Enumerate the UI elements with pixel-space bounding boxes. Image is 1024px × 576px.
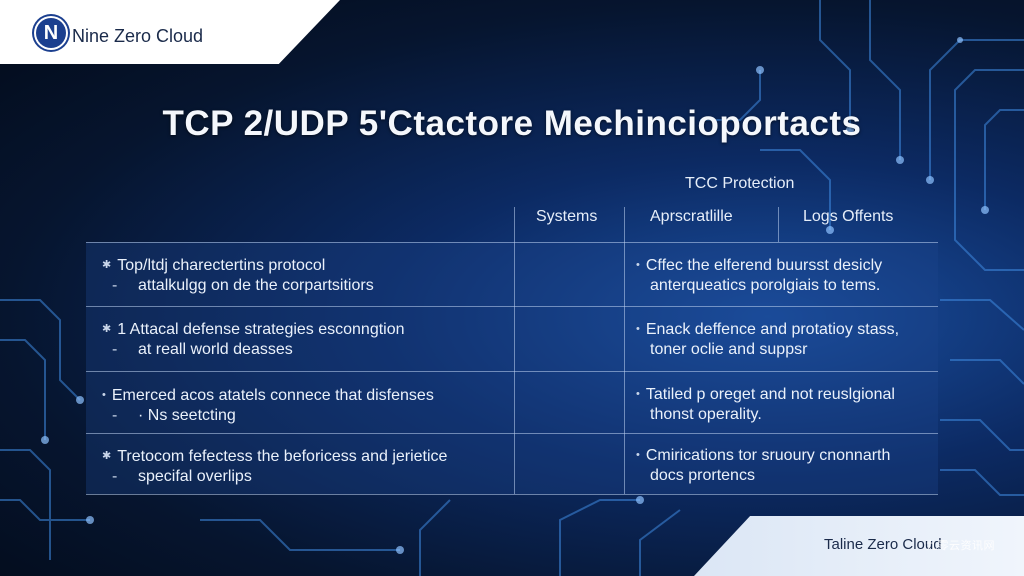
footer-banner bbox=[694, 516, 1024, 576]
slide-title: TCP 2/UDP 5'Ctactore Mechincioportacts bbox=[162, 104, 862, 143]
bullet-icon: ✱ bbox=[102, 259, 112, 271]
table-row-3-right-line-2: thonst operality. bbox=[650, 406, 762, 423]
table-row-1-left-line-2: -attalkulgg on de the corpartsitiors bbox=[112, 277, 374, 294]
table-divider bbox=[514, 207, 515, 494]
bullet-icon: ✱ bbox=[102, 450, 112, 462]
table-row-4-left-line-2: -specifal overlips bbox=[112, 468, 252, 485]
table-divider bbox=[86, 306, 938, 307]
bullet-icon: • bbox=[102, 389, 106, 401]
table-row-2-left-line-2: -at reall world deasses bbox=[112, 341, 293, 358]
table-row-3-left-line-2: -· Ns seetcting bbox=[112, 407, 236, 424]
brand-logo-icon: N bbox=[36, 18, 66, 48]
column-header-logs: Logs Offents bbox=[803, 208, 894, 225]
table-row-4-right-line-2: docs prortencs bbox=[650, 467, 755, 484]
table-row-2-right-line-2: toner oclie and suppsr bbox=[650, 341, 808, 358]
column-header-aprscratlille: Aprscratlille bbox=[650, 208, 733, 225]
table-row-3-left-line-1: •Emerced acos atatels connece that disfe… bbox=[102, 387, 434, 404]
table-row-1-left-line-1: ✱Top/ltdj charectertins protocol bbox=[102, 257, 326, 274]
table-divider bbox=[778, 207, 779, 242]
table-body bbox=[86, 242, 938, 494]
bullet-icon: • bbox=[636, 388, 640, 400]
footer-brand-text: Taline Zero Cloud bbox=[824, 536, 942, 553]
bullet-icon: • bbox=[636, 323, 640, 335]
bullet-icon: • bbox=[636, 449, 640, 461]
table-row-4-right-line-1: •Cmirications tor sruoury cnonnarth bbox=[636, 447, 891, 464]
table-row-2-left-line-1: ✱1 Attacal defense strategies esconngtio… bbox=[102, 321, 405, 338]
bullet-icon: • bbox=[636, 259, 640, 271]
brand-name: Nine Zero Cloud bbox=[72, 26, 204, 46]
table-row-2-right-line-1: •Enack deffence and protatioy stass, bbox=[636, 321, 900, 338]
table-divider bbox=[86, 433, 938, 434]
bullet-icon: ✱ bbox=[102, 323, 112, 335]
table-row-4-left-line-1: ✱Tretocom fefectess the beforicess and j… bbox=[102, 448, 448, 465]
table-row-1-right-line-2: anterqueatics porolgiais to tems. bbox=[650, 277, 881, 294]
table-divider bbox=[86, 494, 938, 495]
column-header-systems: Systems bbox=[536, 208, 598, 225]
table-divider bbox=[624, 207, 625, 494]
watermark-text: 九零云资讯网 bbox=[926, 540, 995, 552]
table-row-1-right-line-1: •Cffec the elferend buursst desicly bbox=[636, 257, 883, 274]
table-group-header: TCC Protection bbox=[685, 175, 795, 192]
table-divider bbox=[86, 242, 938, 243]
table-row-3-right-line-1: •Tatiled p oreget and not reuslgional bbox=[636, 386, 895, 403]
table-divider bbox=[86, 371, 938, 372]
